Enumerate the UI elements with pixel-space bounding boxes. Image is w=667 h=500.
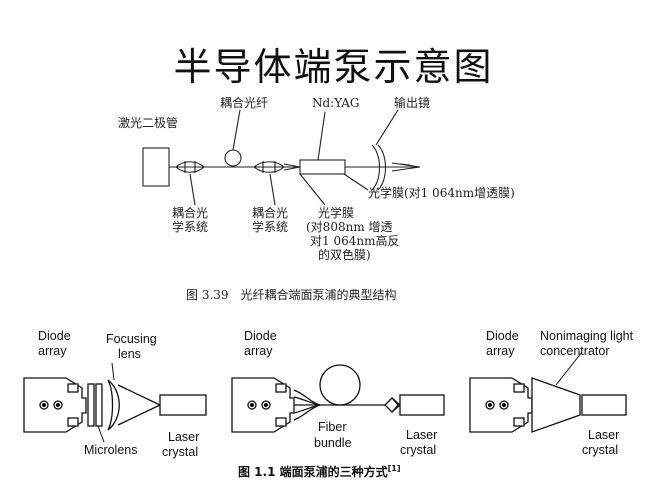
label-coating-2: (对808nm 增透 — [306, 220, 393, 234]
label-laser-crystal-a-2: crystal — [162, 445, 199, 459]
label-diode-array-a-1: Diode — [38, 329, 71, 343]
laser-crystal-a — [159, 394, 207, 416]
label-fiber-bundle-1: Fiber — [318, 420, 347, 434]
label-laser-crystal-b-2: crystal — [400, 443, 437, 457]
label-diode-array-c-1: Diode — [486, 329, 519, 343]
figure-2-caption-ref: [1] — [387, 464, 401, 473]
slide-title: 半导体端泵示意图 — [173, 45, 494, 89]
label-laser-crystal-c-2: crystal — [582, 443, 619, 457]
label-mirror-coating: 光学膜(对1 064nm增透膜) — [368, 186, 515, 200]
label-laser-crystal-c-1: Laser — [588, 428, 620, 442]
laser-diode-box — [142, 147, 170, 187]
label-fiber-bundle-2: bundle — [314, 436, 352, 450]
figure-2-caption-text: 图 1.1 端面泵浦的三种方式 — [238, 465, 388, 479]
label-coating-3: 对1 064nm高反 — [310, 234, 400, 248]
label-laser-diode: 激光二极管 — [118, 116, 179, 130]
label-laser-crystal-a-1: Laser — [168, 430, 200, 444]
output-mirror — [371, 144, 381, 191]
nonimaging-concentrator — [531, 377, 581, 433]
label-diode-array-b-1: Diode — [244, 329, 277, 343]
laser-crystal-b — [399, 394, 445, 416]
label-coupling-optics-1b: 学系统 — [172, 220, 209, 234]
figure-2-caption: 图 1.1 端面泵浦的三种方式[1] — [238, 463, 401, 480]
label-nonimaging-2: concentrator — [540, 344, 610, 358]
coupling-lens-1a — [175, 161, 205, 173]
label-nd-yag: Nd:YAG — [312, 96, 360, 110]
label-diode-array-b-2: array — [244, 344, 273, 358]
label-diode-array-a-2: array — [38, 344, 67, 358]
fiber-bundle-coil — [319, 364, 361, 406]
label-laser-crystal-b-1: Laser — [406, 428, 438, 442]
label-coating-1: 光学膜 — [318, 206, 355, 220]
label-diode-array-c-2: array — [486, 344, 515, 358]
label-focusing-lens-1: Focusing — [106, 332, 157, 346]
label-nonimaging-1: Nonimaging light — [540, 329, 634, 343]
label-coupling-optics-1: 耦合光 — [172, 206, 209, 220]
nd-yag-crystal — [299, 159, 346, 175]
label-output-mirror: 输出镜 — [394, 96, 431, 110]
label-focusing-lens-2: lens — [118, 347, 141, 361]
label-microlens: Microlens — [84, 443, 138, 457]
label-coupling-optics-2: 耦合光 — [252, 206, 289, 220]
laser-crystal-c — [581, 394, 627, 416]
label-fiber-coupling: 耦合光纤 — [220, 96, 269, 110]
label-coating-4: 的双色膜) — [318, 248, 371, 262]
label-coupling-optics-2b: 学系统 — [252, 220, 289, 234]
focusing-lens — [107, 379, 120, 431]
figure-1-caption: 图 3.39 光纤耦合端面泵浦的典型结构 — [186, 288, 397, 302]
